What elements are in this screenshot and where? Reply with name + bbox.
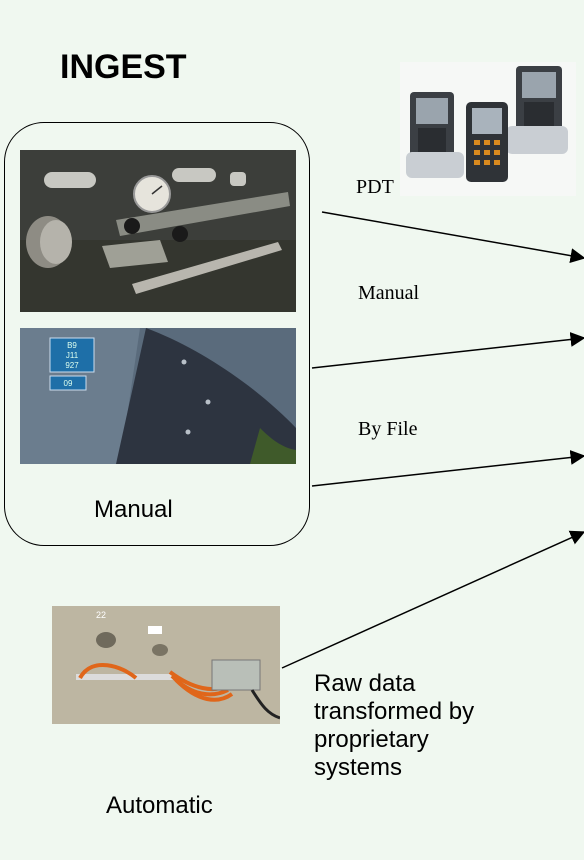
wall-tag-line-3: 927	[65, 361, 79, 370]
pdt-devices-image	[400, 62, 576, 196]
wall-tag-line-1: B9	[67, 341, 77, 350]
arrow-automatic	[281, 530, 584, 669]
sensor-marker-label: 22	[96, 610, 106, 620]
wall-marker-image: B9 J11 927 09	[20, 328, 296, 464]
arrow-manual	[311, 332, 584, 369]
wall-tag-small: 09	[64, 379, 73, 388]
manual-caption: Manual	[94, 496, 173, 523]
manual-link-label: Manual	[358, 282, 420, 304]
page-title: INGEST	[60, 48, 187, 86]
arrow-by-file	[311, 450, 584, 487]
manual-group-box	[4, 122, 310, 546]
raw-data-description: Raw data transformed by proprietary syst…	[314, 670, 475, 781]
automatic-caption: Automatic	[106, 792, 213, 819]
gauge-instrument-image	[20, 150, 296, 312]
automatic-sensor-image: 22	[52, 606, 280, 724]
arrow-pdt	[321, 211, 584, 264]
wall-tag-line-2: J11	[66, 351, 79, 360]
pdt-label: PDT	[356, 176, 394, 198]
by-file-label: By File	[358, 418, 418, 440]
